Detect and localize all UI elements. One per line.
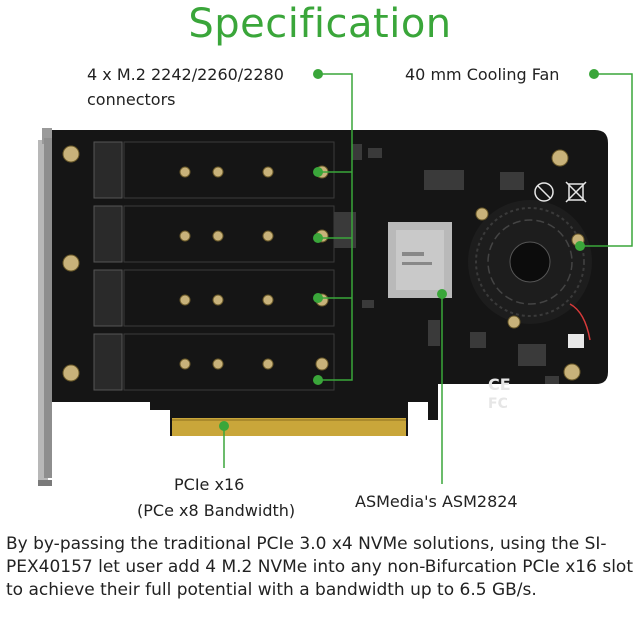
pcie-bracket [38, 128, 52, 486]
pcie-callout-line2: (PCe x8 Bandwidth) [137, 501, 296, 520]
callout-lines [223, 73, 633, 484]
page-title: Specification [188, 1, 452, 47]
pcie-gold-fingers [172, 418, 406, 436]
connectors-callout-line1: 4 x M.2 2242/2260/2280 [87, 65, 284, 84]
fc-mark: FC [488, 396, 508, 412]
callout-dots [219, 69, 599, 431]
description-text: By by-passing the traditional PCIe 3.0 x… [6, 534, 633, 600]
recycle-icon [534, 182, 554, 202]
board-components [334, 144, 584, 384]
ce-mark: CE [488, 375, 511, 394]
fan-callout: 40 mm Cooling Fan [405, 65, 560, 84]
connectors-callout-line2: connectors [87, 90, 176, 109]
waste-bin-icon [565, 181, 587, 203]
chip-callout: ASMedia's ASM2824 [355, 492, 518, 511]
pcie-callout-line1: PCIe x16 [174, 475, 245, 494]
m2-slots [93, 141, 335, 391]
asm2824-chip [388, 222, 452, 298]
mounting-holes [62, 145, 581, 382]
cooling-fan [468, 200, 592, 341]
